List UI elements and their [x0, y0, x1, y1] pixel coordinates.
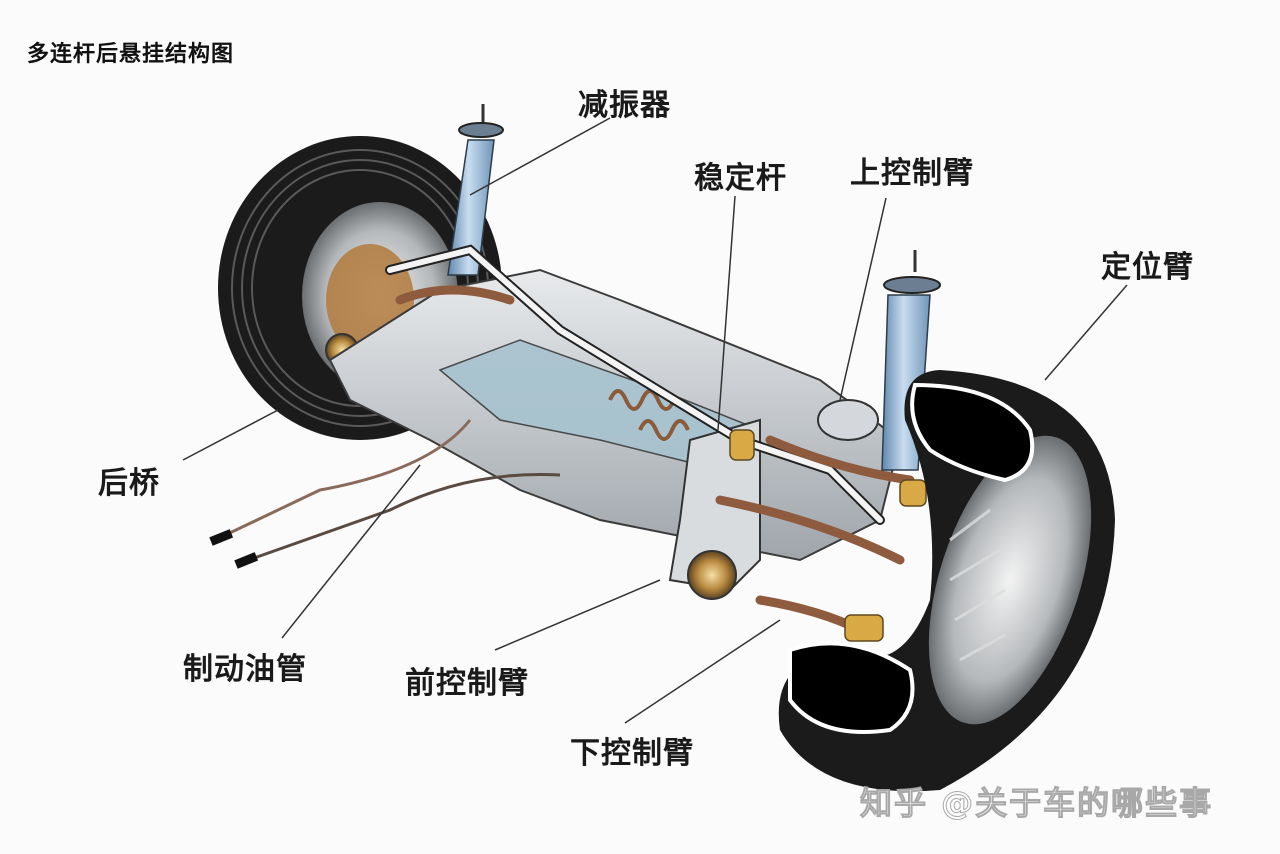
leader-brake-line [281, 464, 421, 639]
label-upper-control-arm: 上控制臂 [850, 156, 974, 191]
leader-front-control-arm [494, 579, 661, 651]
label-shock-absorber: 减振器 [578, 88, 671, 123]
brake-lines [209, 419, 561, 569]
right-tire-cut-bottom [788, 641, 915, 734]
label-trailing-arm: 定位臂 [1101, 250, 1194, 285]
label-rear-axle: 后桥 [98, 466, 160, 501]
diagram-title: 多连杆后悬挂结构图 [27, 42, 235, 67]
right-rim [928, 435, 1092, 725]
label-stabilizer-bar: 稳定杆 [694, 161, 787, 196]
label-front-control-arm: 前控制臂 [405, 666, 529, 701]
leader-upper-control-arm [839, 197, 887, 401]
front-arm-bushing [687, 550, 737, 600]
left-shock-absorber [447, 104, 504, 276]
label-brake-line: 制动油管 [183, 652, 307, 687]
stabilizer-bushing [729, 429, 755, 461]
leader-stabilizer-bar [717, 195, 736, 431]
rear-subframe [328, 268, 902, 600]
right-tire-cut-top [910, 382, 1035, 483]
label-lower-control-arm: 下控制臂 [570, 736, 694, 771]
leader-shock-absorber [469, 117, 611, 196]
leader-trailing-arm [1044, 284, 1128, 381]
leader-lower-control-arm [624, 619, 781, 724]
watermark: 知乎 @关于车的哪些事 [859, 784, 1214, 823]
stabilizer-bar [387, 246, 883, 523]
right-wheel [778, 370, 1115, 792]
leader-lines [182, 117, 1128, 724]
leader-rear-axle [182, 409, 279, 461]
